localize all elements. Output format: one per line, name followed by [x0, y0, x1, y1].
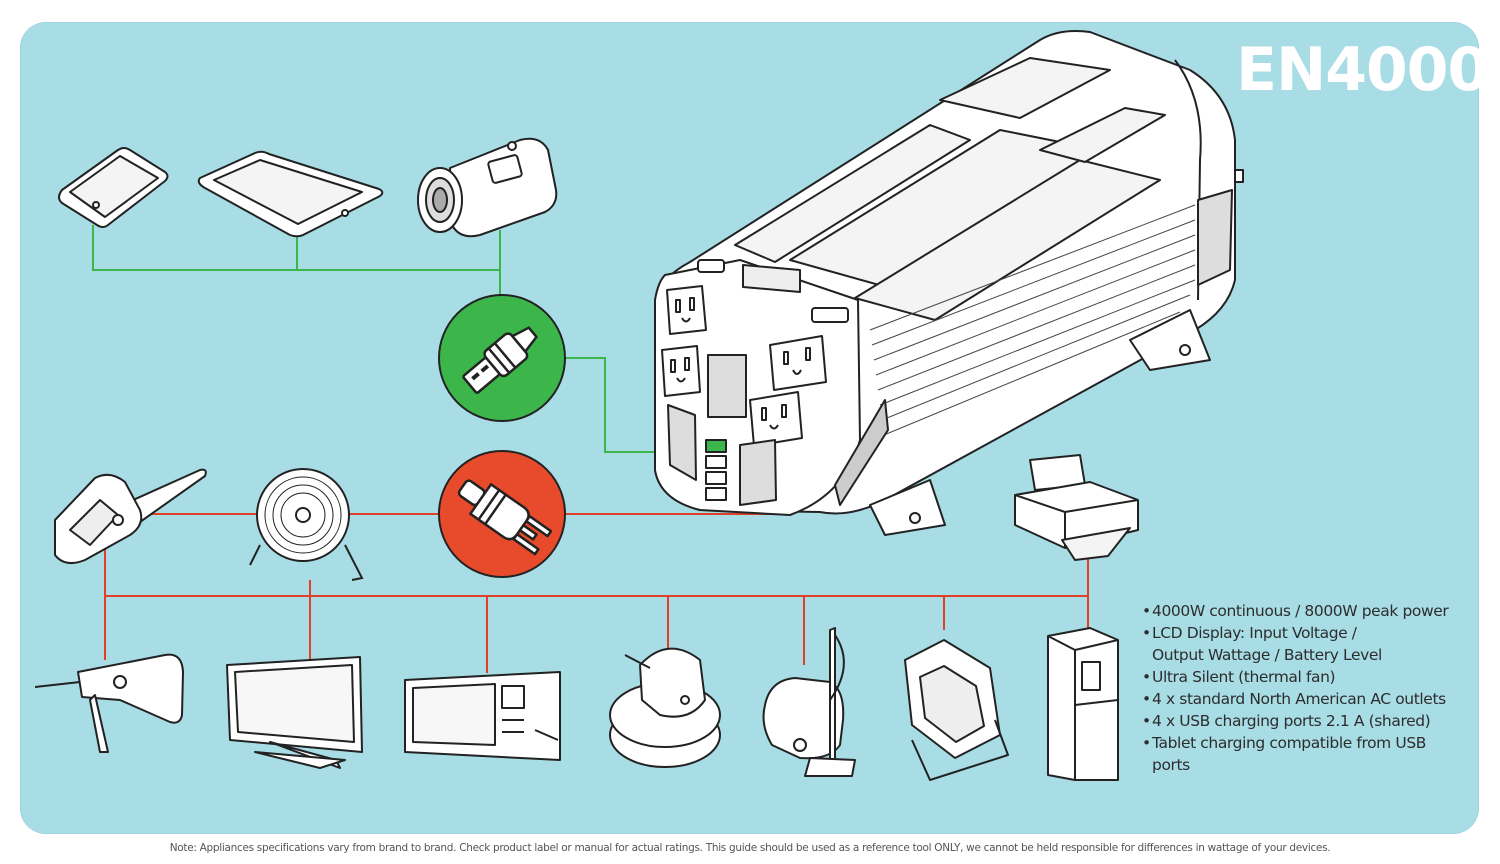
vacuum-cleaner-icon	[762, 627, 856, 777]
feature-item: •LCD Display: Input Voltage /	[1142, 622, 1462, 644]
feature-item-continuation: Output Wattage / Battery Level	[1142, 644, 1462, 666]
smartphone-icon	[58, 147, 169, 228]
microwave-icon	[404, 671, 561, 761]
printer-icon	[1014, 454, 1139, 561]
bullet-icon: •	[1142, 690, 1151, 708]
feature-item: •4 x USB charging ports 2.1 A (shared)	[1142, 710, 1462, 732]
power-inverter-icon	[654, 30, 1244, 536]
chainsaw-icon	[54, 468, 207, 565]
work-light-icon	[904, 639, 1009, 781]
feature-text: Output Wattage / Battery Level	[1152, 646, 1382, 664]
feature-item: •4 x standard North American AC outlets	[1142, 688, 1462, 710]
feature-text: Ultra Silent (thermal fan)	[1152, 668, 1336, 686]
camcorder-icon	[417, 137, 558, 238]
bullet-icon: •	[1142, 602, 1151, 620]
feature-text: 4 x standard North American AC outlets	[1152, 690, 1446, 708]
feature-text: 4000W continuous / 8000W peak power	[1152, 602, 1449, 620]
bullet-icon: •	[1142, 712, 1151, 730]
product-title: EN4000	[1236, 35, 1489, 105]
polisher-icon	[609, 647, 721, 768]
feature-item: •Ultra Silent (thermal fan)	[1142, 666, 1462, 688]
ac-plug-icon	[438, 450, 566, 578]
usb-connection-lines	[92, 225, 712, 453]
hammer-drill-icon	[34, 653, 184, 753]
bullet-icon: •	[1142, 734, 1151, 752]
usb-plug-icon	[438, 294, 566, 422]
feature-text: LCD Display: Input Voltage /	[1152, 624, 1357, 642]
tablet-icon	[197, 150, 384, 238]
floor-fan-icon	[249, 468, 364, 581]
feature-item: •4000W continuous / 8000W peak power	[1142, 600, 1462, 622]
refrigerator-icon	[1047, 627, 1119, 781]
footnote: Note: Appliances specifications vary fro…	[169, 842, 1331, 854]
flat-tv-icon	[226, 656, 363, 769]
bullet-icon: •	[1142, 624, 1151, 642]
feature-text: Tablet charging compatible from USB port…	[1152, 734, 1427, 774]
feature-item: •Tablet charging compatible from USB por…	[1142, 732, 1462, 776]
bullet-icon: •	[1142, 668, 1151, 686]
feature-text: 4 x USB charging ports 2.1 A (shared)	[1152, 712, 1431, 730]
feature-list: •4000W continuous / 8000W peak power •LC…	[1142, 600, 1462, 776]
